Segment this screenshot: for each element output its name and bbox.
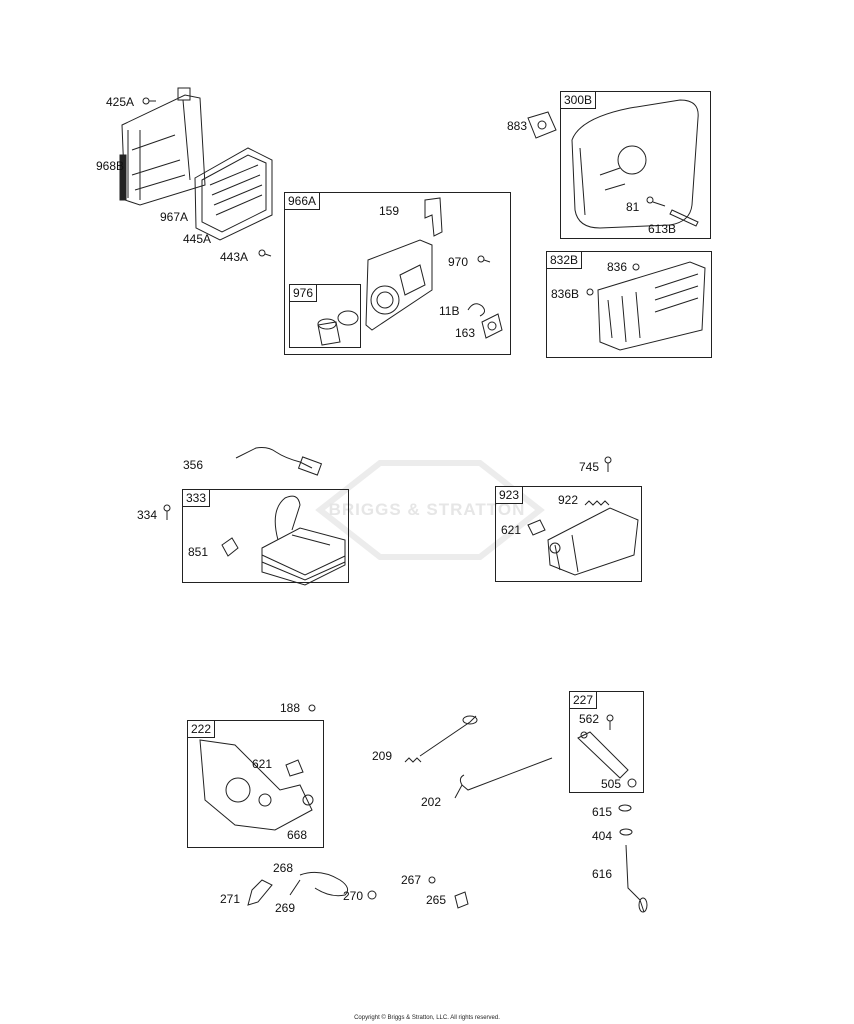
- part-label-265: 265: [426, 893, 447, 907]
- cup-976-icon: [317, 310, 359, 346]
- kit-box-976: 976: [289, 284, 361, 348]
- gasket-163-icon: [481, 313, 503, 339]
- part-label-425a: 425A: [106, 95, 135, 109]
- kit-label-227: 227: [569, 691, 598, 709]
- bracket-159-icon: [424, 197, 443, 237]
- gasket-883-icon: [527, 111, 557, 139]
- nut-505-icon: [627, 778, 637, 788]
- part-label-562: 562: [579, 712, 600, 726]
- kit-box-300b: 300B: [560, 91, 711, 239]
- screw-836b-icon: [586, 288, 594, 296]
- clip-265-icon: [454, 891, 469, 909]
- watermark-text: BRIGGS & STRATTON: [328, 500, 526, 519]
- part-label-271: 271: [220, 892, 241, 906]
- part-label-267: 267: [401, 873, 422, 887]
- governor-link-icon: [454, 757, 553, 799]
- screw-745-icon: [604, 456, 612, 472]
- screw-970-icon: [477, 255, 491, 263]
- lever-271-icon: [247, 879, 273, 906]
- carburetor-adapter-icon: [365, 239, 433, 331]
- part-label-968b: 968B: [96, 159, 125, 173]
- kit-box-966a: 966A: [284, 192, 511, 355]
- control-bracket-icon: [199, 739, 314, 831]
- control-rod-616-icon: [625, 844, 648, 913]
- bolt-613b-icon: [669, 209, 699, 227]
- part-label-836: 836: [607, 260, 628, 274]
- clip-621b-icon: [285, 759, 304, 777]
- part-label-188: 188: [280, 701, 301, 715]
- part-label-883: 883: [507, 119, 528, 133]
- kit-label-832b: 832B: [546, 251, 583, 269]
- part-label-621a: 621: [501, 523, 522, 537]
- copyright-notice: Copyright © Briggs & Stratton, LLC. All …: [354, 1015, 500, 1021]
- part-label-922: 922: [558, 493, 579, 507]
- part-label-621b: 621: [252, 757, 273, 771]
- ignition-armature-icon: [261, 495, 346, 586]
- screw-443a-icon: [258, 249, 272, 257]
- screw-188-icon: [308, 704, 316, 712]
- screw-334-icon: [163, 504, 171, 520]
- screw-562-icon: [606, 714, 614, 730]
- air-cleaner-base-icon: [119, 87, 206, 206]
- part-label-270: 270: [343, 889, 364, 903]
- kit-label-300b: 300B: [560, 91, 597, 109]
- part-label-163: 163: [455, 326, 476, 340]
- clip-621-icon: [527, 519, 546, 536]
- washer-404-icon: [619, 828, 633, 836]
- kit-box-832b: 832B: [546, 251, 712, 358]
- part-label-11b: 11B: [439, 304, 460, 318]
- part-label-613b: 613B: [648, 222, 677, 236]
- kit-box-333: 333: [182, 489, 349, 583]
- kit-box-222: 222: [187, 720, 324, 848]
- part-label-268: 268: [273, 861, 294, 875]
- muffler-icon: [571, 99, 699, 229]
- part-label-81: 81: [626, 200, 640, 214]
- screw-836-icon: [632, 263, 640, 271]
- spring-922-icon: [584, 500, 610, 506]
- part-label-668: 668: [287, 828, 308, 842]
- clip-11b-icon: [467, 303, 486, 317]
- watermark-logo: [315, 460, 545, 560]
- ground-wire-icon: [235, 447, 323, 476]
- kit-label-333: 333: [182, 489, 211, 507]
- screw-267-icon: [428, 876, 436, 884]
- governor-control-icon: [547, 507, 639, 576]
- part-label-443a: 443A: [220, 250, 249, 264]
- part-label-615: 615: [592, 805, 613, 819]
- part-label-269: 269: [275, 901, 296, 915]
- part-label-159: 159: [379, 204, 400, 218]
- part-label-505: 505: [601, 777, 622, 791]
- part-label-745: 745: [579, 460, 600, 474]
- kit-label-222: 222: [187, 720, 216, 738]
- kit-box-227: 227: [569, 691, 644, 793]
- part-label-836b: 836B: [551, 287, 580, 301]
- part-label-445a: 445A: [183, 232, 212, 246]
- kit-label-966a: 966A: [284, 192, 321, 210]
- part-label-616: 616: [592, 867, 613, 881]
- air-filter-icon: [194, 147, 273, 241]
- part-label-202: 202: [421, 795, 442, 809]
- part-label-851: 851: [188, 545, 209, 559]
- part-label-970: 970: [448, 255, 469, 269]
- part-label-404: 404: [592, 829, 613, 843]
- muffler-guard-icon: [597, 261, 706, 351]
- nut-615-icon: [618, 804, 632, 812]
- screw-81-icon: [646, 196, 666, 207]
- governor-spring-icon: [404, 715, 478, 763]
- part-label-967a: 967A: [160, 210, 189, 224]
- choke-cable-icon: [289, 871, 349, 897]
- part-label-334: 334: [137, 508, 158, 522]
- nut-270-icon: [367, 890, 377, 900]
- screw-425a-icon: [142, 97, 156, 105]
- kit-label-923: 923: [495, 486, 524, 504]
- spark-plug-boot-851-icon: [221, 537, 239, 557]
- throttle-lever-icon: [577, 731, 629, 779]
- part-label-209: 209: [372, 749, 393, 763]
- part-label-356: 356: [183, 458, 204, 472]
- kit-label-976: 976: [289, 284, 318, 302]
- kit-box-923: 923: [495, 486, 642, 582]
